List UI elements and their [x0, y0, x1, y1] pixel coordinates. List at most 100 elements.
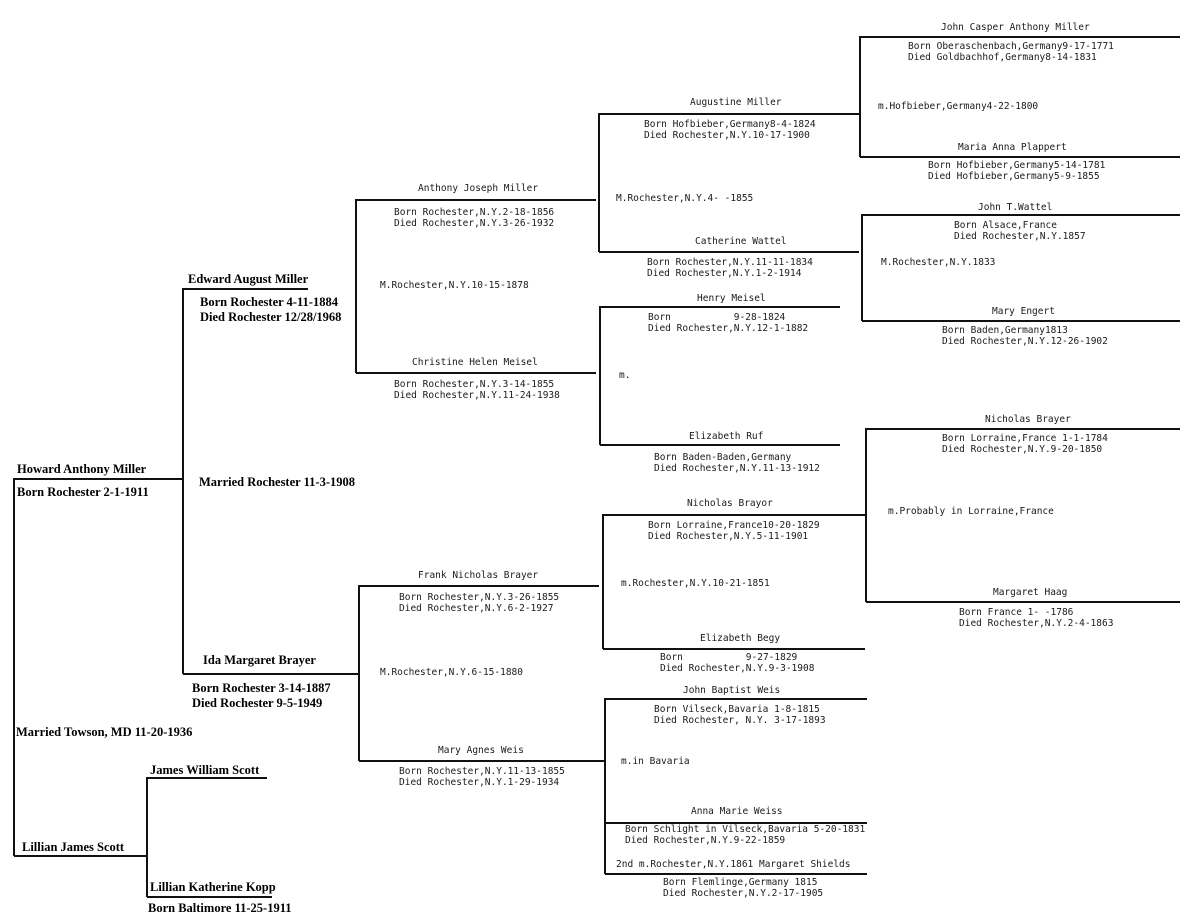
marriage-johnwattel: M.Rochester,N.Y.1833 [881, 257, 996, 268]
person-name-johnwattel: John T.Wattel [978, 202, 1053, 213]
person-born-catherine: Born Rochester,N.Y.11-11-1834 [647, 257, 813, 268]
tree-line [598, 113, 600, 252]
person-born-augustine: Born Hofbieber,Germany8-4-1824 [644, 119, 816, 130]
person-born-maryengert: Born Baden,Germany1813 [942, 325, 1068, 336]
person-name-annamarie: Anna Marie Weiss [691, 806, 783, 817]
person-died-catherine: Died Rochester,N.Y.1-2-1914 [647, 268, 802, 279]
person-name-maryengert: Mary Engert [992, 306, 1055, 317]
person-died-ida: Died Rochester 9-5-1949 [192, 696, 323, 710]
tree-line [600, 444, 840, 446]
person-died-augustine: Died Rochester,N.Y.10-17-1900 [644, 130, 810, 141]
marriage-henry: m. [619, 370, 631, 381]
person-born-christine: Born Rochester,N.Y.3-14-1855 [394, 379, 555, 390]
tree-line [865, 428, 867, 602]
marriage-frank: M.Rochester,N.Y.6-15-1880 [380, 667, 523, 678]
person-died-mariaanna: Died Hofbieber,Germany5-9-1855 [928, 171, 1100, 182]
tree-line [866, 601, 1180, 603]
tree-line [359, 585, 599, 587]
marriage-johnbaptist: m.in Bavaria [621, 756, 690, 767]
person-died-anthony: Died Rochester,N.Y.3-26-1932 [394, 218, 555, 229]
person-born-ida: Born Rochester 3-14-1887 [192, 681, 331, 695]
person-name-mariaanna: Maria Anna Plappert [958, 142, 1067, 153]
tree-line [599, 251, 859, 253]
tree-line [603, 648, 865, 650]
person-name-ida: Ida Margaret Brayer [203, 653, 316, 667]
tree-line [599, 306, 601, 445]
person-born-johnbaptist: Born Vilseck,Bavaria 1-8-1815 [654, 704, 820, 715]
person-died-henry: Died Rochester,N.Y.12-1-1882 [648, 323, 809, 334]
tree-line [860, 36, 1180, 38]
tree-line [355, 199, 357, 373]
tree-line [146, 777, 148, 897]
person-born-lkopp: Born Baltimore 11-25-1911 [148, 901, 292, 915]
tree-line [603, 514, 865, 516]
marriage-edward: Married Rochester 11-3-1908 [199, 475, 355, 489]
tree-line [356, 199, 596, 201]
tree-line [358, 585, 360, 761]
person-name-anthony: Anthony Joseph Miller [418, 183, 539, 194]
person-died-elizabethruf: Died Rochester,N.Y.11-13-1912 [654, 463, 820, 474]
person-name-johncasper: John Casper Anthony Miller [941, 22, 1090, 33]
tree-line [866, 428, 1180, 430]
tree-line [862, 214, 1180, 216]
tree-line [861, 214, 863, 321]
person-name-maryagnes: Mary Agnes Weis [438, 745, 524, 756]
person-name-nicholas2: Nicholas Brayor [687, 498, 773, 509]
person-born-henry: Born 9-28-1824 [648, 312, 786, 323]
person-name-edward: Edward August Miller [188, 272, 309, 286]
tree-line [182, 288, 184, 674]
person-name-johnbaptist: John Baptist Weis [683, 685, 781, 696]
marriage-howard: Married Towson, MD 11-20-1936 [16, 725, 193, 739]
tree-line [147, 777, 267, 779]
person-died-nicholas2: Died Rochester,N.Y.5-11-1901 [648, 531, 809, 542]
person-name-elizabethbegy: Elizabeth Begy [700, 633, 781, 644]
marriage-anthony: M.Rochester,N.Y.10-15-1878 [380, 280, 529, 291]
tree-line [356, 372, 596, 374]
marriage-nicholas3: m.Probably in Lorraine,France [888, 506, 1054, 517]
person-born-maryagnes: Born Rochester,N.Y.11-13-1855 [399, 766, 565, 777]
tree-line [183, 673, 358, 675]
marriage-augustine: M.Rochester,N.Y.4- -1855 [616, 193, 754, 204]
person-born-frank: Born Rochester,N.Y.3-26-1855 [399, 592, 560, 603]
tree-line [605, 698, 867, 700]
person-died-maryengert: Died Rochester,N.Y.12-26-1902 [942, 336, 1108, 347]
person-born-nicholas2: Born Lorraine,France10-20-1829 [648, 520, 820, 531]
person-born-howard: Born Rochester 2-1-1911 [17, 485, 149, 499]
marriage-nicholas2: m.Rochester,N.Y.10-21-1851 [621, 578, 770, 589]
person-died-margaret: Died Rochester,N.Y.2-4-1863 [959, 618, 1114, 629]
person-name-margaret: Margaret Haag [993, 587, 1068, 598]
person-name-lkopp: Lillian Katherine Kopp [150, 880, 276, 894]
person-born-johnwattel: Born Alsace,France [954, 220, 1057, 231]
person-born-nicholas3: Born Lorraine,France 1-1-1784 [942, 433, 1108, 444]
person-died-maryagnes: Died Rochester,N.Y.1-29-1934 [399, 777, 560, 788]
person-died-annamarie: Died Rochester,N.Y.9-22-1859 [625, 835, 786, 846]
tree-line [14, 855, 147, 857]
person-born-elizabethruf: Born Baden-Baden,Germany [654, 452, 792, 463]
tree-line [13, 478, 15, 856]
person-born-mariaanna: Born Hofbieber,Germany5-14-1781 [928, 160, 1106, 171]
tree-line [147, 896, 272, 898]
person-name-lillian: Lillian James Scott [22, 840, 125, 854]
person-born-anthony: Born Rochester,N.Y.2-18-1856 [394, 207, 555, 218]
tree-line [602, 514, 604, 649]
person-name-catherine: Catherine Wattel [695, 236, 787, 247]
tree-line [862, 320, 1180, 322]
tree-line [604, 698, 606, 874]
person-born-johncasper: Born Oberaschenbach,Germany9-17-1771 [908, 41, 1114, 52]
person-died-nicholas3: Died Rochester,N.Y.9-20-1850 [942, 444, 1103, 455]
tree-line [183, 288, 308, 290]
person-died-margaret-shields: Died Rochester,N.Y.2-17-1905 [663, 888, 824, 899]
person-died-johncasper: Died Goldbachhof,Germany8-14-1831 [908, 52, 1097, 63]
person-died-johnbaptist: Died Rochester, N.Y. 3-17-1893 [654, 715, 826, 726]
tree-line [600, 306, 840, 308]
tree-line [859, 36, 861, 157]
person-died-edward: Died Rochester 12/28/1968 [200, 310, 342, 324]
person-born-margaret: Born France 1- -1786 [959, 607, 1074, 618]
tree-line [599, 113, 859, 115]
person-died-christine: Died Rochester,N.Y.11-24-1938 [394, 390, 560, 401]
tree-line [860, 156, 1180, 158]
person-born-margaret-shields: Born Flemlinge,Germany 1815 [663, 877, 818, 888]
person-name-howard: Howard Anthony Miller [17, 462, 147, 476]
person-name-james: James William Scott [150, 763, 260, 777]
